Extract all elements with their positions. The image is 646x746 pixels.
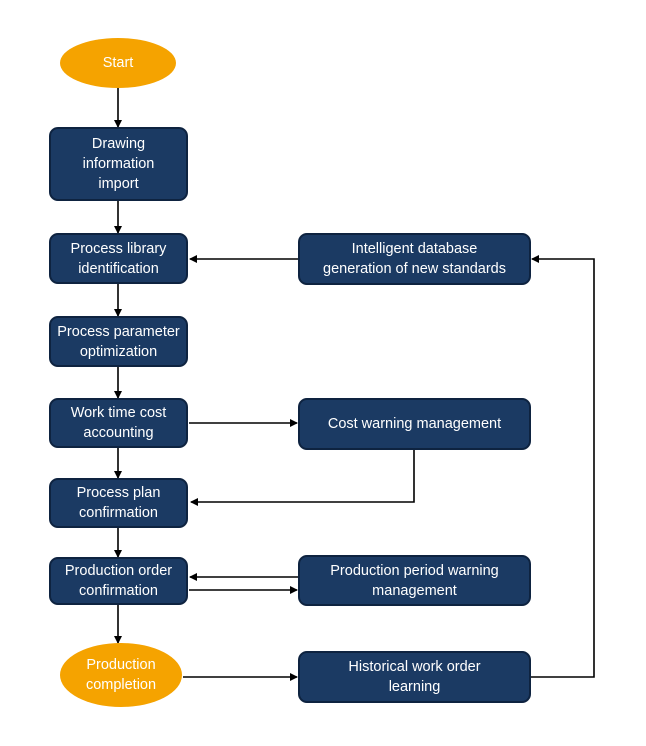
production-completion-label: Production completion bbox=[85, 657, 157, 693]
start-node: Start bbox=[60, 38, 176, 88]
process-plan-label: Process plan confirmation bbox=[76, 485, 161, 521]
historical-learning-node: Historical work order learning bbox=[298, 651, 531, 703]
drawing-import-label: Drawing information import bbox=[82, 136, 155, 192]
production-order-label: Production order confirmation bbox=[64, 563, 173, 599]
cost-warning-node: Cost warning management bbox=[298, 398, 531, 450]
cost-warning-label: Cost warning management bbox=[327, 416, 502, 432]
production-order-node: Production order confirmation bbox=[49, 557, 188, 605]
process-library-node: Process library identification bbox=[49, 233, 188, 284]
param-optimization-label: Process parameter optimization bbox=[57, 323, 180, 360]
period-warning-node: Production period warning management bbox=[298, 555, 531, 606]
param-optimization-node: Process parameter optimization bbox=[49, 316, 188, 367]
process-library-label: Process library identification bbox=[70, 240, 167, 277]
intelligent-db-node: Intelligent database generation of new s… bbox=[298, 233, 531, 285]
drawing-import-node: Drawing information import bbox=[49, 127, 188, 201]
intelligent-db-label: Intelligent database generation of new s… bbox=[323, 241, 506, 277]
work-time-cost-node: Work time cost accounting bbox=[49, 398, 188, 448]
arrow-costwarning-to-plan bbox=[190, 450, 415, 506]
process-plan-node: Process plan confirmation bbox=[49, 478, 188, 528]
arrow-historical-to-intelligentdb bbox=[531, 255, 595, 678]
production-completion-node: Production completion bbox=[60, 643, 182, 707]
start-label: Start bbox=[102, 55, 134, 71]
work-time-cost-label: Work time cost accounting bbox=[70, 405, 167, 441]
period-warning-label: Production period warning management bbox=[330, 562, 499, 599]
historical-learning-label: Historical work order learning bbox=[348, 659, 481, 695]
